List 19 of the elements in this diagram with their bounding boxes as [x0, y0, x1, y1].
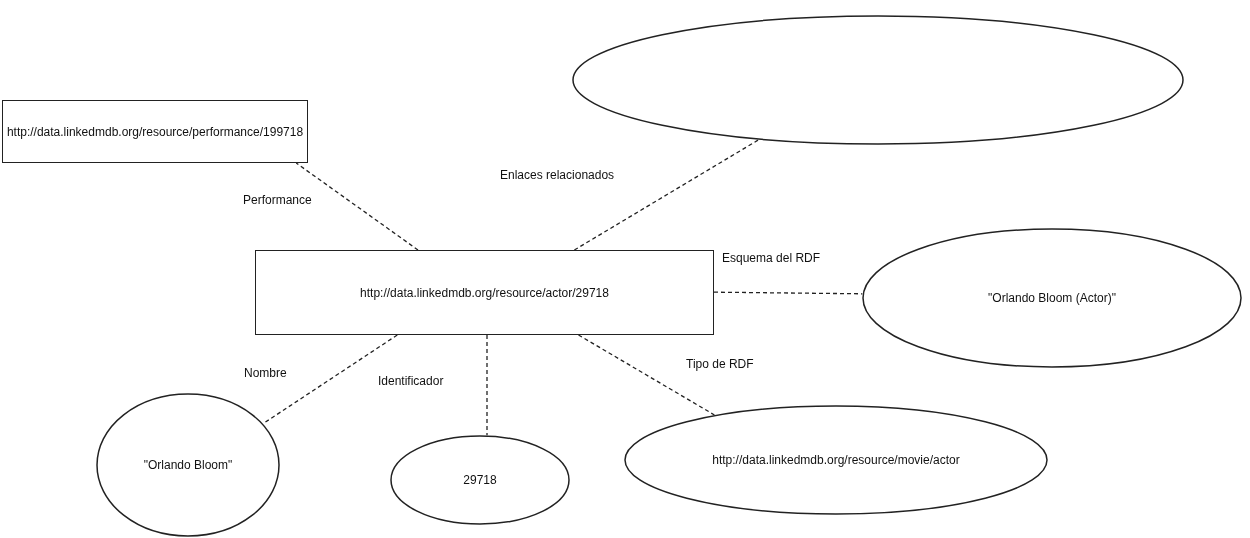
edge-label: Esquema del RDF [722, 251, 821, 265]
node-label: http://data.linkedmdb.org/resource/actor/29718 [359, 285, 610, 300]
dashed-connector [262, 334, 398, 425]
node-label: "Orlando Bloom (Actor)" [987, 291, 1117, 305]
resource-box [255, 250, 714, 335]
edge-label: Tipo de RDF [686, 357, 754, 371]
dashed-connector [486, 334, 488, 436]
dashed-connector [295, 162, 419, 251]
edge-label: Performance [243, 193, 312, 207]
dashed-connector [573, 139, 760, 251]
dashed-connector [577, 334, 716, 416]
node-label: http://data.linkedmdb.org/resource/movie/actor [711, 453, 961, 467]
edge-label: Identificador [378, 374, 444, 388]
node-label: 29718 [462, 473, 498, 487]
node-label: "Orlando Bloom" [142, 458, 234, 472]
node-label: http://data.linkedmdb.org/resource/performance/199718 [5, 124, 305, 139]
resource-box [2, 100, 308, 163]
edge-label: Nombre [244, 366, 287, 380]
edge-label: Enlaces relacionados [500, 168, 615, 182]
